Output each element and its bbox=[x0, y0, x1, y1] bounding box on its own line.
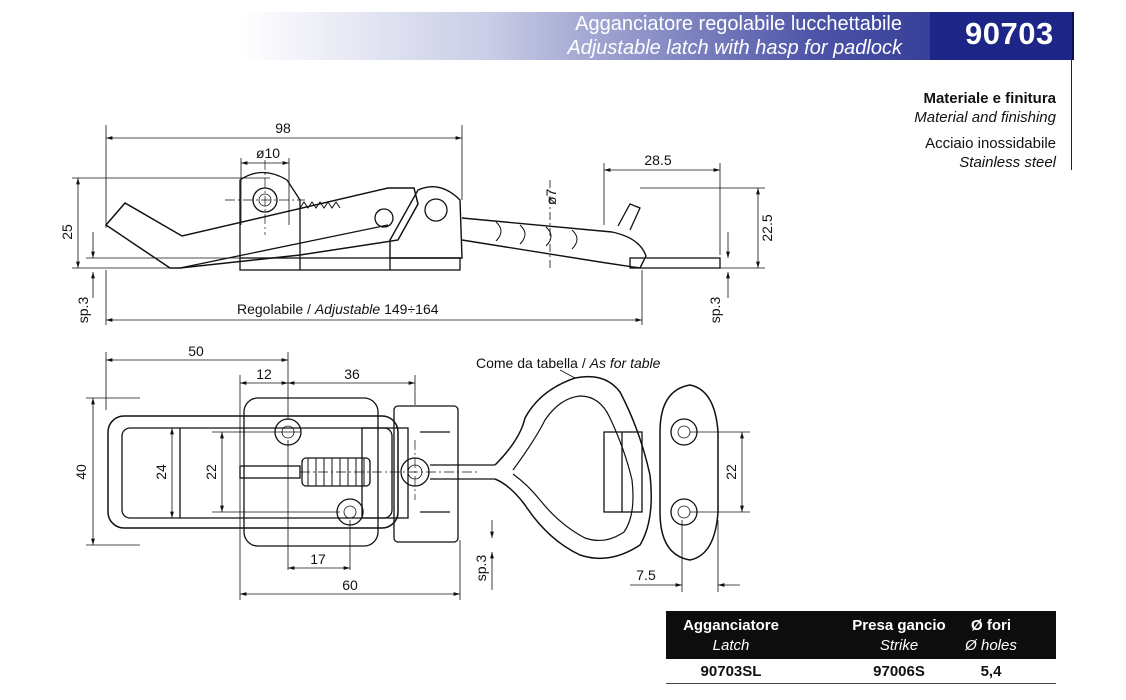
side-view bbox=[72, 125, 765, 325]
col-latch-it: Agganciatore bbox=[683, 617, 779, 634]
dim-22-5: 22.5 bbox=[759, 214, 775, 241]
dim-25: 25 bbox=[59, 224, 75, 240]
dim-12: 12 bbox=[256, 366, 272, 382]
top-view bbox=[86, 352, 750, 600]
top-view-labels: 50 12 36 40 24 22 22 17 60 sp.3 7.5 Come… bbox=[73, 343, 739, 593]
material-value-it: Acciaio inossidabile bbox=[925, 135, 1056, 152]
col-strike-en: Strike bbox=[879, 637, 919, 654]
material-label-it: Materiale e finitura bbox=[923, 90, 1056, 107]
header-divider-line bbox=[1071, 60, 1072, 170]
col-strike-it: Presa gancio bbox=[852, 617, 946, 634]
dim-7-5: 7.5 bbox=[636, 567, 656, 583]
dim-17: 17 bbox=[310, 551, 326, 567]
product-code: 90703 bbox=[965, 16, 1054, 51]
side-view-labels: 98 ø10 28.5 ø7 25 22.5 sp.3 sp.3 Regolab… bbox=[59, 120, 775, 323]
col-holes-it: Ø fori bbox=[971, 617, 1011, 634]
cell-latch-code: 90703SL bbox=[700, 663, 762, 680]
dim-60: 60 bbox=[342, 577, 358, 593]
dim-36: 36 bbox=[344, 366, 360, 382]
dim-50: 50 bbox=[188, 343, 204, 359]
adjustable-label: Regolabile / Adjustable 149÷164 bbox=[237, 301, 439, 317]
dim-98: 98 bbox=[275, 120, 291, 136]
dim-22-left: 22 bbox=[203, 464, 219, 480]
material-value-en: Stainless steel bbox=[959, 154, 1056, 171]
dim-sp3-top: sp.3 bbox=[473, 555, 489, 582]
product-code-box bbox=[930, 12, 1074, 60]
title-english: Adjustable latch with hasp for padlock bbox=[567, 37, 902, 59]
spec-table-header: Agganciatore Latch Presa gancio Strike Ø… bbox=[666, 611, 1056, 659]
dim-sp3-left: sp.3 bbox=[75, 297, 91, 324]
dim-28-5: 28.5 bbox=[644, 152, 671, 168]
material-label-en: Material and finishing bbox=[914, 109, 1056, 126]
col-holes-en: Ø holes bbox=[965, 637, 1017, 654]
as-for-table-label: Come da tabella / As for table bbox=[476, 355, 661, 371]
dim-sp3-right: sp.3 bbox=[707, 297, 723, 324]
spec-table: Agganciatore Latch Presa gancio Strike Ø… bbox=[666, 611, 1056, 684]
cell-strike-code: 97006S bbox=[873, 663, 925, 680]
dim-24: 24 bbox=[153, 464, 169, 480]
col-latch-en: Latch bbox=[712, 637, 750, 654]
dim-22-right: 22 bbox=[723, 464, 739, 480]
dim-diam-7: ø7 bbox=[543, 188, 559, 205]
title-italian: Agganciatore regolabile lucchettabile bbox=[575, 13, 902, 35]
dim-diam-10: ø10 bbox=[256, 145, 280, 161]
table-row: 90703SL 97006S 5,4 bbox=[666, 659, 1056, 684]
dim-40: 40 bbox=[73, 464, 89, 480]
cell-hole-diameter: 5,4 bbox=[980, 663, 1002, 680]
